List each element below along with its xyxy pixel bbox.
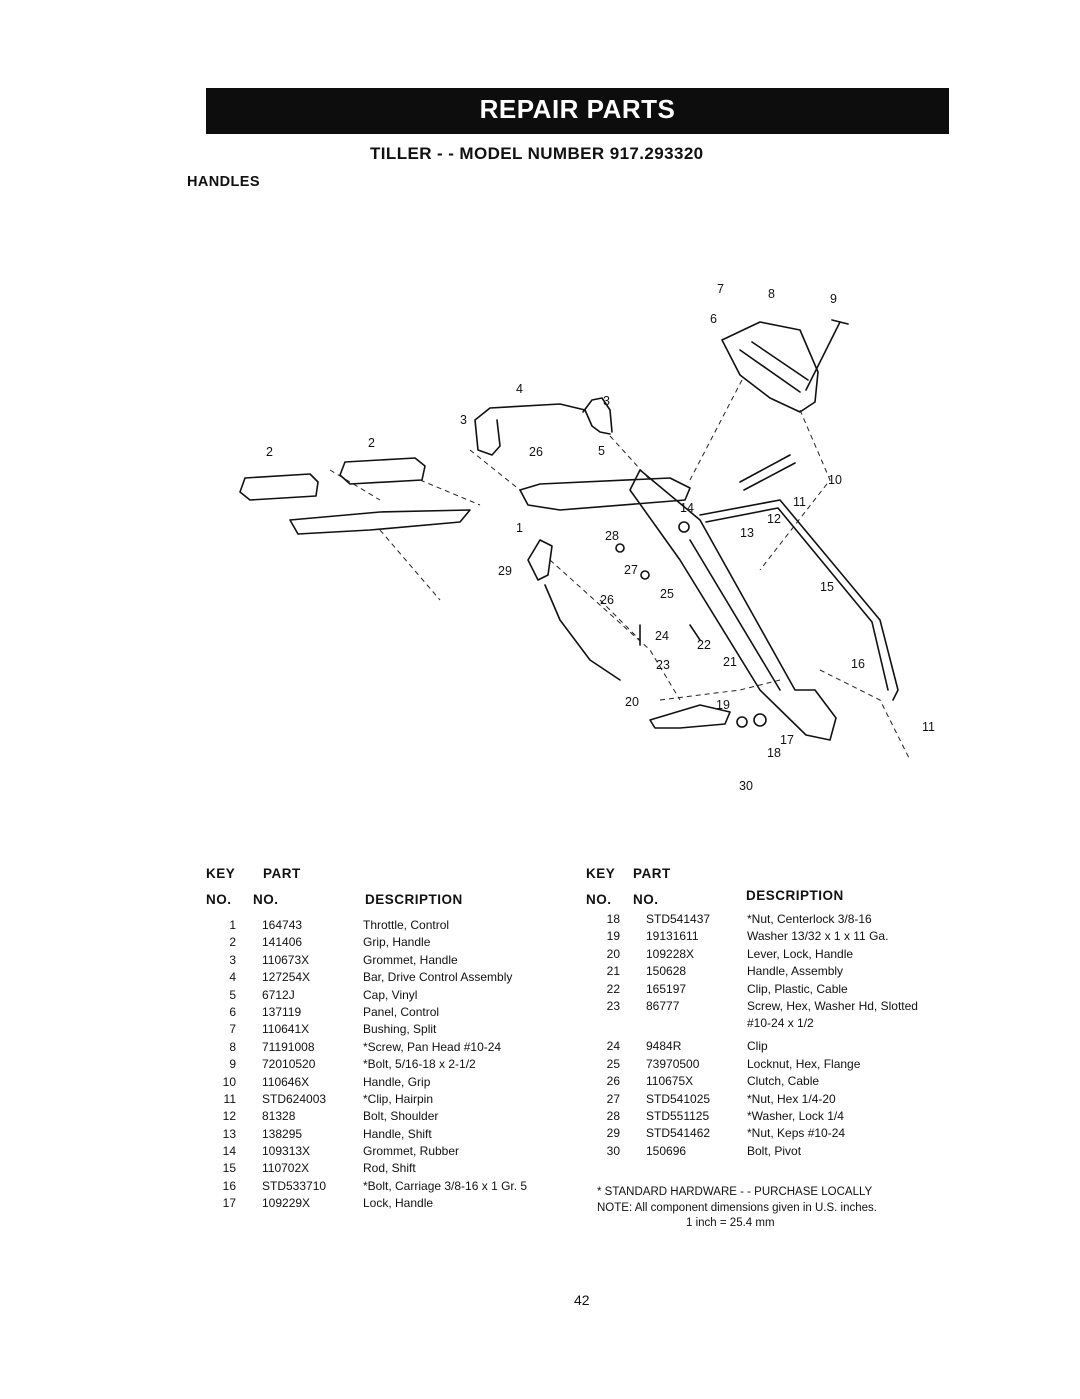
left-keyno-header: NO.	[206, 892, 232, 907]
grip-part	[339, 457, 426, 485]
callout-27: 27	[624, 563, 638, 577]
callout-26b: 26	[600, 593, 614, 607]
callout-15: 15	[820, 580, 834, 594]
callout-22: 22	[697, 638, 711, 652]
callout-20: 20	[625, 695, 639, 709]
callout-24: 24	[655, 629, 669, 643]
standard-hardware-note: * STANDARD HARDWARE - - PURCHASE LOCALLY	[597, 1186, 873, 1198]
page-number: 42	[574, 1292, 590, 1308]
left-part-header: PART	[263, 866, 301, 881]
throttle-control-part	[527, 539, 553, 581]
callout-3b: 3	[603, 394, 610, 408]
callout-2: 2	[266, 445, 273, 459]
handle-assembly-part	[629, 469, 837, 741]
callout-25: 25	[660, 587, 674, 601]
shift-rod-part	[699, 499, 899, 701]
screw-part	[805, 319, 849, 391]
callout-14: 14	[680, 501, 694, 515]
grip-part	[239, 473, 319, 501]
callout-26: 26	[529, 445, 543, 459]
table-row-continuation: #10-24 x 1/2	[747, 1016, 814, 1031]
callout-21: 21	[723, 655, 737, 669]
callout-1: 1	[516, 521, 523, 535]
dimensions-note: NOTE: All component dimensions given in …	[597, 1202, 877, 1214]
callout-12: 12	[767, 512, 781, 526]
callout-6: 6	[710, 312, 717, 326]
callout-23: 23	[656, 658, 670, 672]
callout-16: 16	[851, 657, 865, 671]
callout-11: 11	[793, 495, 806, 509]
callout-7: 7	[717, 282, 724, 296]
callout-18: 18	[767, 746, 781, 760]
callout-28: 28	[605, 529, 619, 543]
callout-5: 5	[598, 444, 605, 458]
callout-30: 30	[739, 779, 753, 793]
callout-10: 10	[828, 473, 842, 487]
right-partno-header: NO.	[633, 892, 659, 907]
repair-parts-banner: REPAIR PARTS	[206, 88, 949, 134]
section-heading: HANDLES	[187, 174, 260, 190]
callout-11b: 11	[922, 720, 935, 734]
callout-8: 8	[768, 287, 775, 301]
callout-29: 29	[498, 564, 512, 578]
callout-3: 3	[460, 413, 467, 427]
left-key-header: KEY	[206, 866, 236, 881]
left-description-header: DESCRIPTION	[365, 892, 463, 907]
right-keyno-header: NO.	[586, 892, 612, 907]
lock-lever-part	[649, 704, 731, 729]
callout-17: 17	[780, 733, 794, 747]
callout-13: 13	[740, 526, 754, 540]
handles-exploded-diagram: 1 2 2 3 3 4 5 6 7 8 9 10 11 11 12 13 14 …	[239, 282, 935, 793]
right-description-header: DESCRIPTION	[746, 888, 844, 903]
control-panel-part	[721, 321, 819, 413]
right-key-header: KEY	[586, 866, 616, 881]
callout-4: 4	[516, 382, 523, 396]
callout-2b: 2	[368, 436, 375, 450]
right-part-header: PART	[633, 866, 671, 881]
callout-19: 19	[716, 698, 730, 712]
callout-9: 9	[830, 292, 837, 306]
conversion-note: 1 inch = 25.4 mm	[686, 1217, 775, 1229]
left-partno-header: NO.	[253, 892, 279, 907]
page-title: TILLER - - MODEL NUMBER 917.293320	[370, 144, 704, 163]
